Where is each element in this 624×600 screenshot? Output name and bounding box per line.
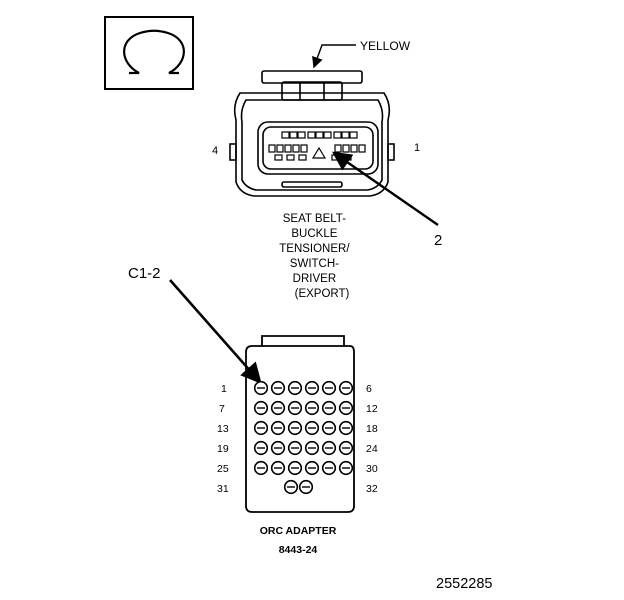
- adapter-pin-grid: [253, 380, 354, 495]
- top-connector-pin-right: 1: [414, 142, 420, 154]
- adapter-name: ORC ADAPTER: [260, 525, 337, 537]
- row-label-left: 13: [217, 423, 229, 435]
- adapter-right-labels: 6 12 18 24 30 32: [366, 383, 378, 495]
- row-label-left: 25: [217, 463, 229, 475]
- name-line: (EXPORT): [295, 288, 350, 300]
- adapter-part-number: 8443-24: [279, 544, 318, 556]
- row-label-right: 30: [366, 463, 378, 475]
- connector-color-label: YELLOW: [360, 39, 411, 53]
- callout-2-leader: [332, 151, 439, 226]
- name-line: DRIVER: [293, 273, 336, 285]
- row-label-left: 31: [217, 483, 229, 495]
- top-connector-pin-left: 4: [212, 145, 218, 157]
- yellow-leader-line: [312, 44, 356, 69]
- name-line: SEAT BELT-: [283, 213, 346, 225]
- row-label-left: 7: [219, 403, 225, 415]
- seat-belt-connector: [229, 70, 395, 197]
- omega-icon: [123, 29, 185, 75]
- row-label-right: 12: [366, 403, 378, 415]
- c1-2-callout-label: C1-2: [128, 265, 161, 282]
- c1-2-leader: [169, 279, 262, 384]
- name-line: TENSIONER/: [279, 243, 350, 255]
- name-line: BUCKLE: [291, 228, 337, 240]
- name-line: SWITCH-: [290, 258, 339, 270]
- adapter-left-labels: 1 7 13 19 25 31: [217, 383, 229, 495]
- row-label-right: 24: [366, 443, 378, 455]
- row-label-right: 6: [366, 383, 372, 395]
- seat-belt-connector-name: SEAT BELT- BUCKLE TENSIONER/ SWITCH- DRI…: [279, 213, 353, 300]
- callout-2-label: 2: [434, 232, 442, 249]
- row-label-left: 1: [221, 383, 227, 395]
- omega-symbol-box: [104, 16, 194, 90]
- row-label-right: 32: [366, 483, 378, 495]
- figure-id: 2552285: [436, 576, 492, 592]
- row-label-left: 19: [217, 443, 229, 455]
- orc-adapter-connector: [245, 335, 355, 513]
- row-label-right: 18: [366, 423, 378, 435]
